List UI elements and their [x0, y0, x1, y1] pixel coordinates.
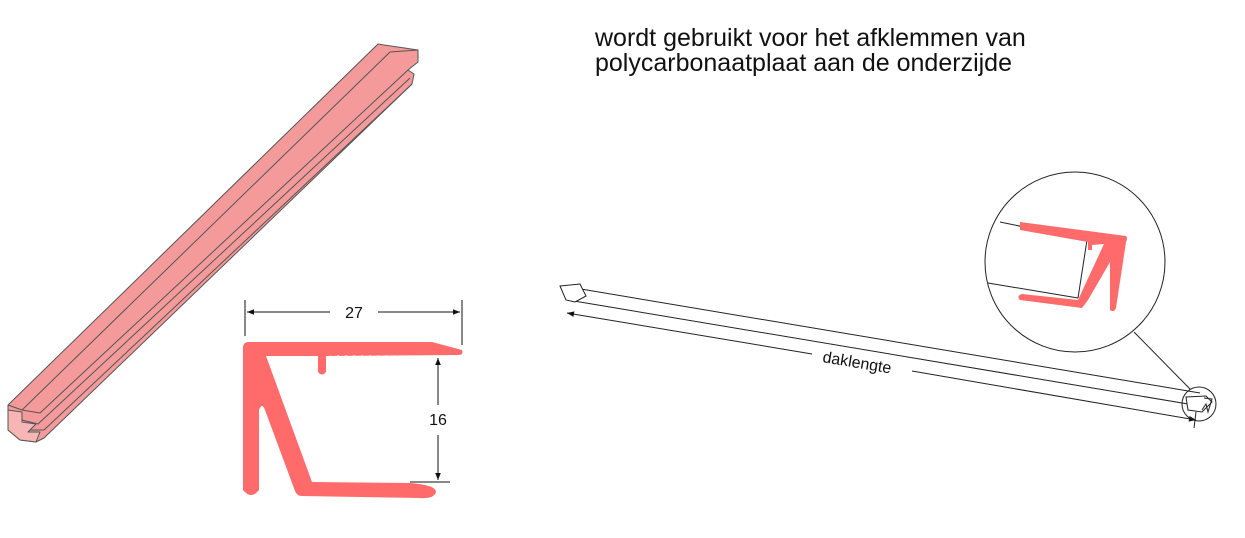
height-label: 16: [429, 412, 447, 429]
length-label: daklengte: [821, 349, 892, 377]
profile-3d-view: [7, 43, 419, 443]
profile-cross-section: [243, 342, 463, 499]
dimension-height: [410, 358, 450, 483]
description-line-2: polycarbonaatplaat aan de onderzijde: [595, 49, 1012, 77]
product-description: wordt gebruikt voor het afklemmen van po…: [595, 26, 1026, 76]
width-label: 27: [345, 305, 363, 322]
dimension-width: [244, 300, 463, 345]
detail-magnifier: [987, 221, 1127, 312]
description-line-1: wordt gebruikt voor het afklemmen van: [595, 24, 1026, 52]
roof-length-view: [559, 171, 1217, 429]
